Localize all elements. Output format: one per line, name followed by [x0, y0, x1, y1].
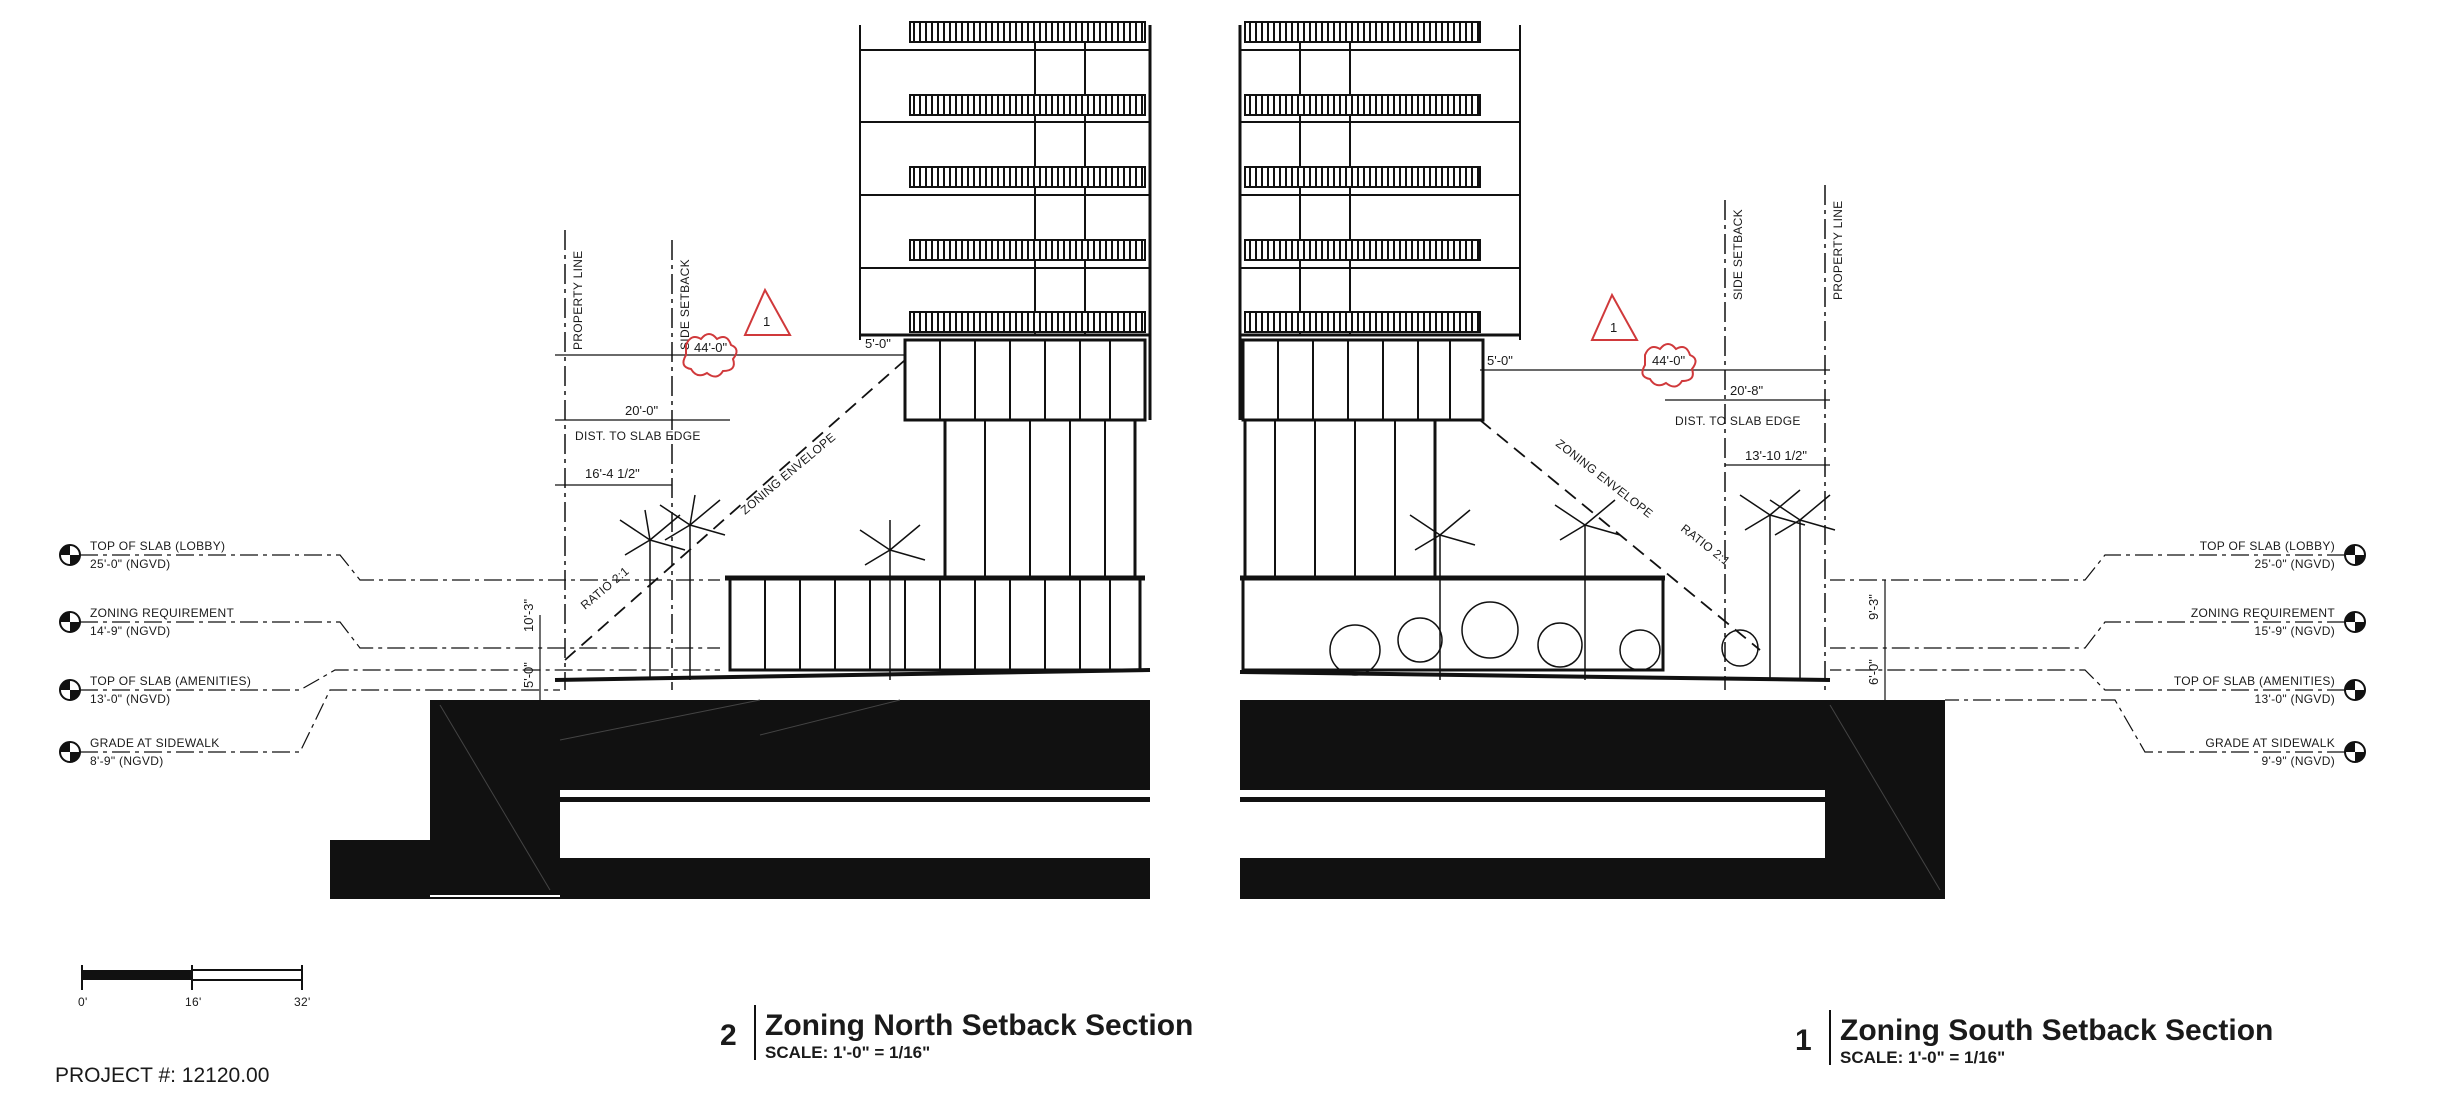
- scale-tick-32: 32': [294, 995, 311, 1009]
- north-property-line-label: PROPERTY LINE: [571, 251, 585, 351]
- south-section-scale: SCALE: 1'-0" = 1/16": [1840, 1048, 2005, 1067]
- south-setback-dim: 13'-10 1/2": [1745, 448, 1807, 463]
- south-section-title: Zoning South Setback Section: [1840, 1014, 2273, 1047]
- north-section-title: Zoning North Setback Section: [765, 1009, 1193, 1042]
- north-ratio-label: RATIO 2:1: [578, 564, 632, 612]
- north-revision-cloud: [682, 333, 738, 378]
- project-number: PROJECT #: 12120.00: [55, 1064, 269, 1087]
- north-revision-dim: 44'-0": [694, 340, 728, 355]
- svg-text:25'-0" (NGVD): 25'-0" (NGVD): [90, 557, 170, 571]
- north-zoning-envelope-label: ZONING ENVELOPE: [738, 430, 838, 517]
- svg-text:25'-0" (NGVD): 25'-0" (NGVD): [2255, 557, 2335, 571]
- south-side-setback-label: SIDE SETBACK: [1731, 209, 1745, 300]
- svg-text:ZONING REQUIREMENT: ZONING REQUIREMENT: [90, 606, 234, 620]
- svg-text:TOP OF SLAB (LOBBY): TOP OF SLAB (LOBBY): [2200, 539, 2335, 553]
- svg-text:8'-9" (NGVD): 8'-9" (NGVD): [90, 754, 164, 768]
- south-landscape: [1329, 489, 1836, 680]
- north-setback-section: PROPERTY LINE SIDE SETBACK ZONING ENVELO…: [59, 21, 1193, 1062]
- graphic-scale-bar: 0' 16' 32': [78, 965, 311, 1009]
- north-property-lines: [564, 230, 673, 690]
- south-vert-upper-dim: 9'-3": [1866, 594, 1881, 620]
- svg-text:TOP OF SLAB (AMENITIES): TOP OF SLAB (AMENITIES): [2174, 674, 2335, 688]
- north-revision-number: 1: [763, 314, 770, 329]
- north-amenity-level: [554, 418, 1151, 682]
- north-level-markers: [59, 544, 81, 763]
- svg-text:15'-9" (NGVD): 15'-9" (NGVD): [2255, 624, 2335, 638]
- svg-text:14'-9" (NGVD): 14'-9" (NGVD): [90, 624, 170, 638]
- north-section-number: 2: [720, 1019, 737, 1052]
- south-vert-lower-dim: 6'-0": [1866, 659, 1881, 685]
- south-tower: [1238, 21, 1521, 422]
- south-tower-offset-dim: 5'-0": [1487, 353, 1513, 368]
- north-vert-lower-dim: 5'-0": [521, 662, 536, 688]
- north-section-scale: SCALE: 1'-0" = 1/16": [765, 1043, 930, 1062]
- south-level-labels: TOP OF SLAB (LOBBY) 25'-0" (NGVD) ZONING…: [2174, 539, 2336, 768]
- south-revision-dim: 44'-0": [1652, 353, 1686, 368]
- scale-tick-16: 16': [185, 995, 202, 1009]
- south-dimensions: [1480, 369, 1886, 700]
- north-tower: [859, 21, 1152, 422]
- south-revision-cloud: [1641, 343, 1697, 388]
- south-setback-section: SIDE SETBACK PROPERTY LINE ZONING ENVELO…: [1238, 21, 2366, 1067]
- svg-text:GRADE AT SIDEWALK: GRADE AT SIDEWALK: [90, 736, 220, 750]
- south-zoning-envelope-line: [1479, 419, 1761, 651]
- south-slab-edge-dim: 20'-8": [1730, 383, 1764, 398]
- south-podium: [1240, 700, 1945, 899]
- north-vert-upper-dim: 10'-3": [521, 598, 536, 632]
- svg-text:ZONING REQUIREMENT: ZONING REQUIREMENT: [2191, 606, 2335, 620]
- south-level-markers: [2344, 544, 2366, 763]
- north-level-labels: TOP OF SLAB (LOBBY) 25'-0" (NGVD) ZONING…: [90, 539, 251, 768]
- north-revision-delta: [743, 287, 792, 336]
- svg-text:9'-9" (NGVD): 9'-9" (NGVD): [2262, 754, 2336, 768]
- svg-text:GRADE AT SIDEWALK: GRADE AT SIDEWALK: [2205, 736, 2335, 750]
- north-tower-offset-dim: 5'-0": [865, 336, 891, 351]
- svg-text:TOP OF SLAB (AMENITIES): TOP OF SLAB (AMENITIES): [90, 674, 251, 688]
- south-level-lines: [1830, 554, 2345, 753]
- north-podium: [330, 699, 1150, 899]
- scale-tick-0: 0': [78, 995, 88, 1009]
- south-property-line-label: PROPERTY LINE: [1831, 201, 1845, 301]
- south-section-number: 1: [1795, 1024, 1812, 1057]
- north-zoning-envelope-line: [564, 359, 906, 661]
- south-revision-delta: [1590, 292, 1639, 341]
- svg-text:TOP OF SLAB (LOBBY): TOP OF SLAB (LOBBY): [90, 539, 225, 553]
- north-setback-dim: 16'-4 1/2": [585, 466, 640, 481]
- north-palm-trees: [619, 494, 926, 680]
- north-level-lines: [80, 554, 720, 753]
- south-dist-slab-label: DIST. TO SLAB EDGE: [1675, 414, 1801, 428]
- north-side-setback-label: SIDE SETBACK: [678, 259, 692, 350]
- south-revision-number: 1: [1610, 320, 1617, 335]
- south-amenity-level: [1239, 418, 1831, 682]
- south-property-lines: [1724, 185, 1826, 690]
- north-dist-slab-label: DIST. TO SLAB EDGE: [575, 429, 701, 443]
- svg-text:13'-0" (NGVD): 13'-0" (NGVD): [90, 692, 170, 706]
- north-dimensions: [539, 354, 905, 700]
- north-slab-edge-dim: 20'-0": [625, 403, 659, 418]
- svg-text:13'-0" (NGVD): 13'-0" (NGVD): [2255, 692, 2335, 706]
